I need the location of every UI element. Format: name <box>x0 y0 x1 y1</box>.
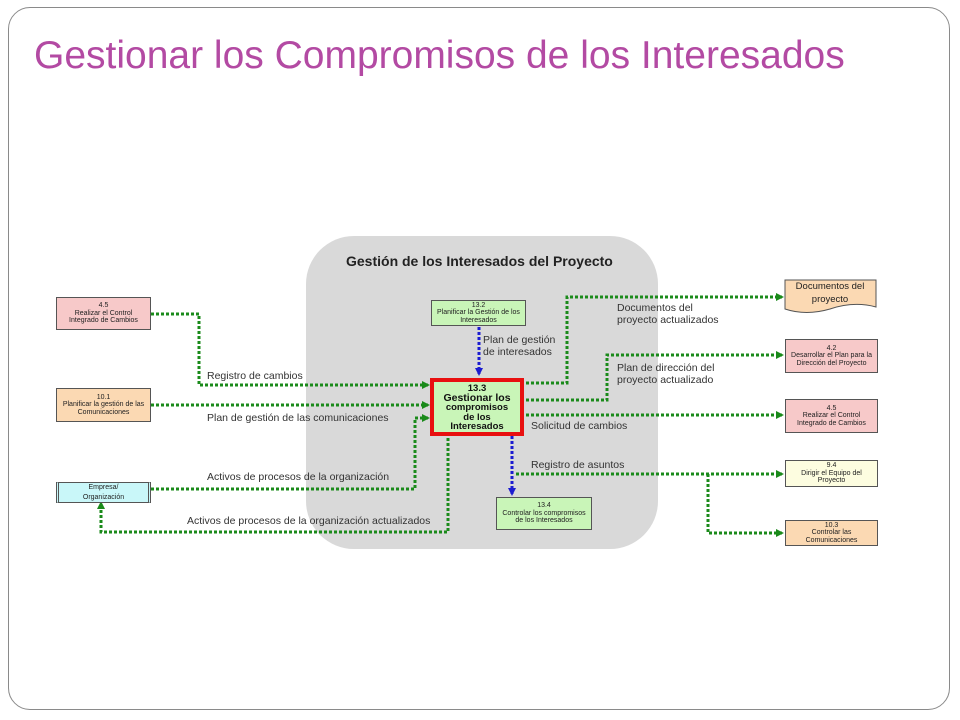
process-13-2-label: 13.2 Planificar la Gestión de los Intere… <box>437 301 520 324</box>
document-shape-icon <box>784 279 877 313</box>
label-documentos-1: Documentos del <box>617 302 693 314</box>
process-4-5-output-label: 4.5 Realizar el Control Integrado de Cam… <box>797 404 866 427</box>
main-process-line4: Interesados <box>450 421 504 432</box>
flow-plan-direccion <box>526 351 784 402</box>
flow-activos-actualizados <box>97 438 450 534</box>
enterprise-organization[interactable]: Empresa/ Organización <box>56 482 151 503</box>
process-10-1-label: 10.1 Planificar la gestión de las Comuni… <box>62 393 145 416</box>
flow-documentos-actualizados <box>526 293 784 385</box>
label-plan-interesados-2: de interesados <box>483 346 552 358</box>
process-4-5-output[interactable]: 4.5 Realizar el Control Integrado de Cam… <box>785 399 878 433</box>
process-13-2[interactable]: 13.2 Planificar la Gestión de los Intere… <box>431 300 526 326</box>
process-4-2-label: 4.2 Desarrollar el Plan para la Direcció… <box>791 344 872 367</box>
process-10-1[interactable]: 10.1 Planificar la gestión de las Comuni… <box>56 388 151 422</box>
label-activos-procesos: Activos de procesos de la organización <box>207 471 390 483</box>
label-plan-direccion-2: proyecto actualizado <box>617 374 714 386</box>
process-13-4[interactable]: 13.4 Controlar los compromisos de los In… <box>496 497 592 530</box>
label-solicitud-cambios: Solicitud de cambios <box>531 420 628 432</box>
process-13-3-main[interactable]: 13.3 Gestionar los compromisos de los In… <box>430 378 524 436</box>
flow-registro-asuntos-branch <box>706 474 784 537</box>
flow-activos-procesos <box>151 414 430 491</box>
process-10-3[interactable]: 10.3 Controlar las Comunicaciones <box>785 520 878 546</box>
project-documents[interactable]: Documentos del proyecto <box>788 280 872 306</box>
process-4-5-input-label: 4.5 Realizar el Control Integrado de Cam… <box>69 302 138 325</box>
label-registro-cambios: Registro de cambios <box>207 370 303 382</box>
label-documentos-2: proyecto actualizados <box>617 314 719 326</box>
panel-title: Gestión de los Interesados del Proyecto <box>346 253 613 269</box>
process-4-5-input[interactable]: 4.5 Realizar el Control Integrado de Cam… <box>56 297 151 330</box>
process-13-4-label: 13.4 Controlar los compromisos de los In… <box>502 502 586 525</box>
project-documents-label: Documentos del proyecto <box>795 281 865 305</box>
label-activos-actualizados: Activos de procesos de la organización a… <box>187 515 431 527</box>
main-process-line3: de los <box>463 411 491 423</box>
label-plan-comunicaciones: Plan de gestión de las comunicaciones <box>207 412 389 424</box>
process-9-4[interactable]: 9.4 Dirigir el Equipo del Proyecto <box>785 460 878 487</box>
slide-title: Gestionar los Compromisos de los Interes… <box>34 34 845 77</box>
process-4-2[interactable]: 4.2 Desarrollar el Plan para la Direcció… <box>785 339 878 373</box>
main-process-number: 13.3 <box>467 383 487 394</box>
enterprise-organization-label: Empresa/ Organización <box>82 483 125 501</box>
main-process-line1: Gestionar los <box>443 391 511 404</box>
label-registro-asuntos: Registro de asuntos <box>531 459 625 471</box>
label-plan-direccion-1: Plan de dirección del <box>617 362 715 374</box>
process-9-4-label: 9.4 Dirigir el Equipo del Proyecto <box>801 462 862 485</box>
main-process-line2: compromisos <box>445 402 509 413</box>
process-10-3-label: 10.3 Controlar las Comunicaciones <box>805 521 858 544</box>
label-plan-interesados-1: Plan de gestión <box>483 334 556 346</box>
